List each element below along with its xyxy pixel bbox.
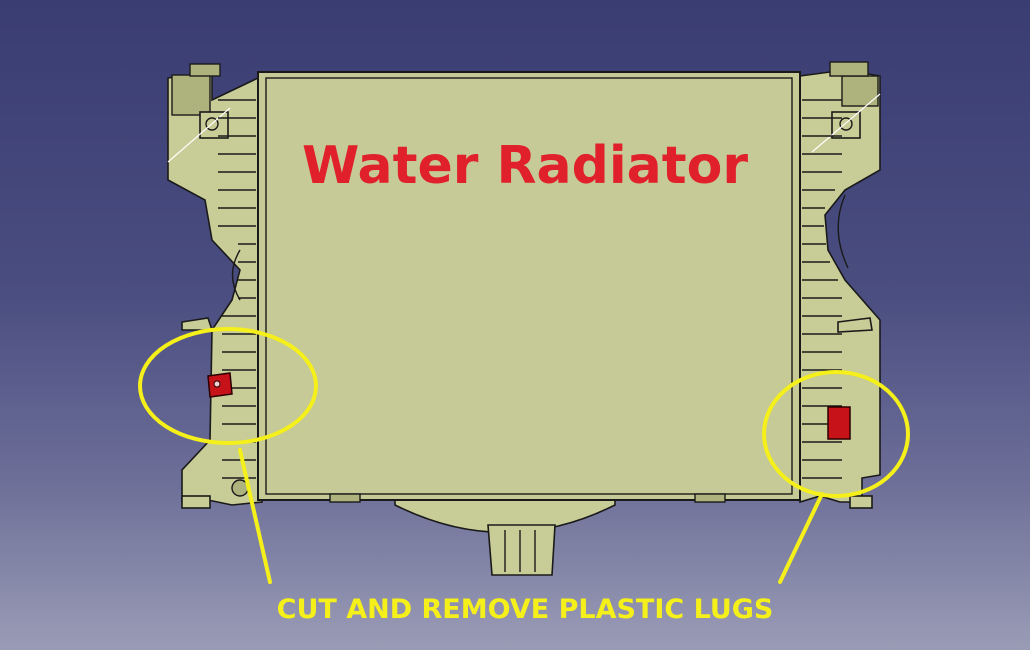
right-tank xyxy=(799,61,881,509)
right-leader-line xyxy=(778,492,824,584)
right-plastic-lug[interactable] xyxy=(827,406,851,440)
right-tank-ribs xyxy=(802,99,842,479)
bottom-outlet xyxy=(394,497,616,576)
instruction-caption: CUT AND REMOVE PLASTIC LUGS xyxy=(277,594,774,625)
left-lug-callout xyxy=(138,327,318,445)
radiator-core xyxy=(257,71,801,503)
right-lug-callout xyxy=(762,370,910,498)
left-leader-line xyxy=(238,448,272,584)
left-tank xyxy=(167,63,263,509)
left-plastic-lug[interactable] xyxy=(207,372,233,398)
title-label: Water Radiator xyxy=(302,136,748,196)
